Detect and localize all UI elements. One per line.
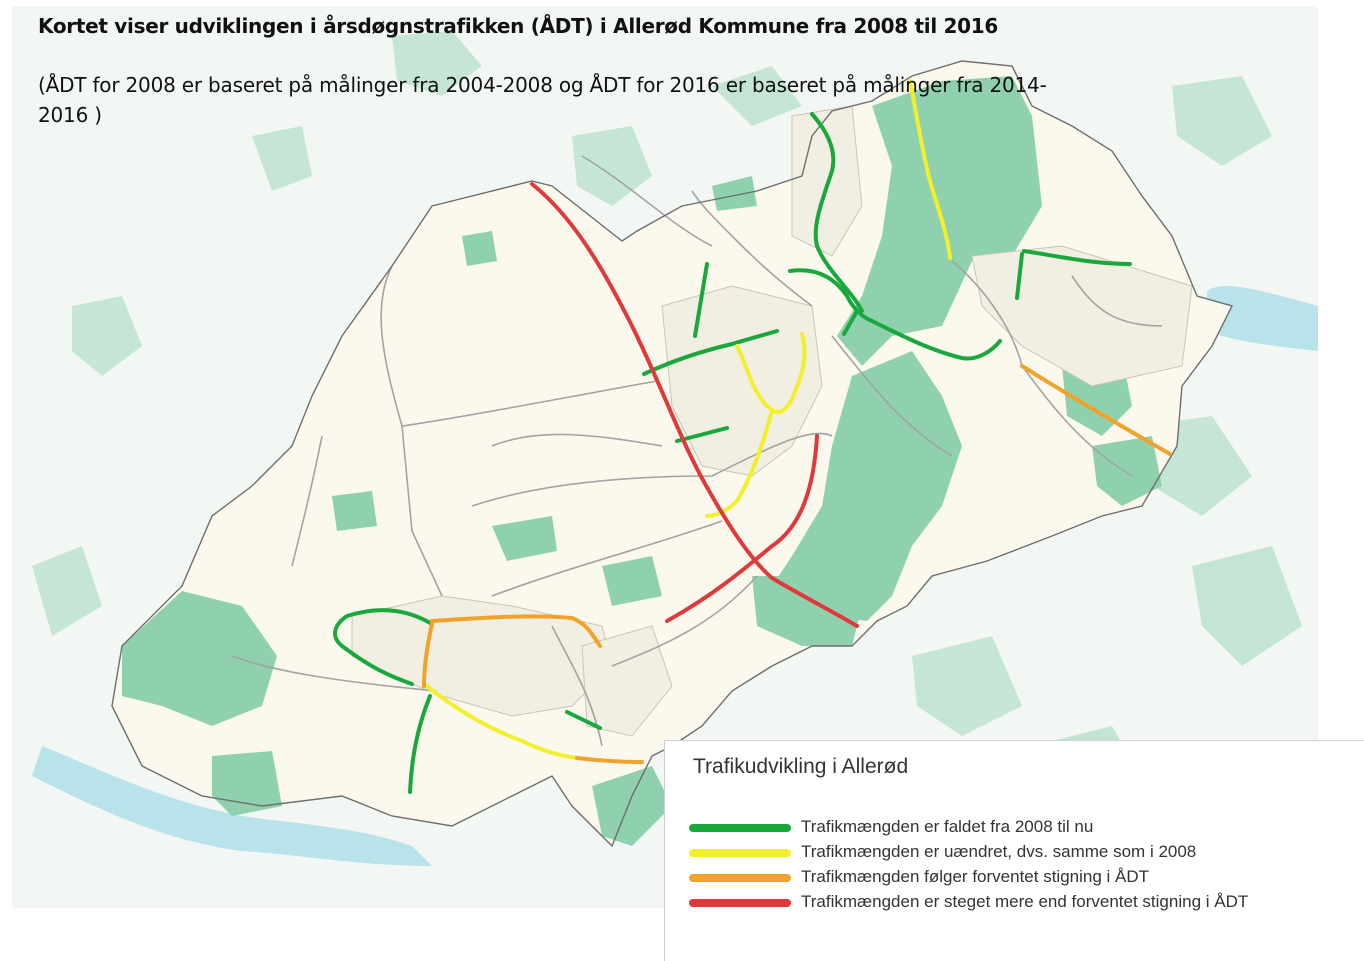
- road: [831, 335, 953, 457]
- road-decreased: [842, 309, 859, 336]
- traffic-roads: [333, 79, 1172, 794]
- road: [611, 575, 758, 667]
- road-expected: [1020, 364, 1172, 456]
- forest-area: [122, 591, 277, 726]
- road-decreased: [870, 319, 1002, 361]
- forest-area: [602, 556, 662, 606]
- map-title: Kortet viser udviklingen i årsdøgnstrafi…: [38, 14, 999, 38]
- town-areas: [351, 105, 1193, 737]
- forest-patch: [252, 126, 312, 191]
- road-expected: [430, 614, 602, 648]
- road-decreased: [565, 710, 602, 730]
- road-decreased: [675, 426, 729, 443]
- municipality-boundary: [111, 60, 1234, 848]
- road-decreased: [642, 329, 779, 376]
- forest-area: [492, 516, 557, 561]
- road-decreased: [1022, 249, 1132, 266]
- road: [401, 380, 658, 597]
- road: [471, 432, 833, 507]
- forest-patch: [1172, 76, 1272, 166]
- legend-label: Trafikmængden følger forventet stigning …: [801, 867, 1150, 886]
- legend-label: Trafikmængden er steget mere end forvent…: [801, 892, 1249, 911]
- map: Kortet viser udviklingen i årsdøgnstrafi…: [12, 6, 1318, 908]
- road: [951, 260, 1023, 367]
- forest-patch: [712, 66, 802, 126]
- road: [231, 655, 438, 692]
- forest-patch: [72, 296, 142, 376]
- legend-label: Trafikmængden er faldet fra 2008 til nu: [801, 817, 1094, 836]
- road-decreased: [810, 112, 864, 313]
- legend-title: Trafikudvikling i Allerød: [693, 755, 909, 778]
- road-decreased: [788, 268, 874, 323]
- road: [491, 520, 723, 597]
- town-area: [581, 625, 673, 737]
- road-unchanged: [735, 332, 807, 414]
- road-decreased: [333, 608, 434, 686]
- forest-area: [332, 491, 377, 531]
- town-area: [661, 285, 823, 477]
- forest-area: [712, 176, 757, 211]
- road: [291, 435, 323, 567]
- forest-patch: [1192, 546, 1302, 666]
- forest-patch: [392, 31, 482, 96]
- road-decreased: [1015, 252, 1024, 300]
- road-decreased: [408, 694, 432, 794]
- road: [1021, 365, 1133, 477]
- forest-patch: [32, 546, 102, 636]
- forest-area: [837, 76, 1042, 366]
- legend-swatch-red: [689, 899, 791, 907]
- forest-area: [212, 751, 282, 816]
- lake: [1207, 286, 1318, 351]
- road-expected: [575, 756, 644, 764]
- road: [1071, 275, 1163, 327]
- road: [691, 190, 813, 307]
- lake: [32, 746, 432, 866]
- road-above-expected: [530, 182, 859, 628]
- forest-area: [752, 576, 862, 646]
- road: [380, 265, 403, 427]
- road: [491, 433, 663, 447]
- town-area: [971, 245, 1193, 387]
- legend-label: Trafikmængden er uændret, dvs. samme som…: [801, 842, 1197, 861]
- road-unchanged: [705, 409, 774, 518]
- road-above-expected: [665, 434, 819, 623]
- legend-swatch-orange: [689, 874, 791, 882]
- map-subtitle: (ÅDT for 2008 er baseret på målinger fra…: [38, 73, 1047, 127]
- legend-swatch-yellow: [689, 849, 791, 857]
- forest-area: [462, 231, 497, 266]
- forest-patch: [572, 126, 652, 206]
- map-canvas: [32, 31, 1318, 866]
- road-unchanged: [422, 682, 579, 760]
- road-expected: [422, 622, 434, 688]
- forest-patch: [912, 636, 1022, 736]
- forest-area: [1092, 436, 1162, 506]
- forest-area: [772, 351, 962, 621]
- forest-areas: [122, 76, 1162, 846]
- road-decreased: [693, 262, 709, 338]
- road: [581, 155, 713, 247]
- legend-panel: Trafikudvikling i Allerød Trafikmængden …: [664, 740, 1364, 961]
- forest-area: [592, 766, 672, 846]
- legend-swatch-green: [689, 824, 791, 832]
- minor-roads: [231, 155, 1163, 747]
- road: [551, 625, 603, 747]
- road-unchanged: [908, 79, 952, 260]
